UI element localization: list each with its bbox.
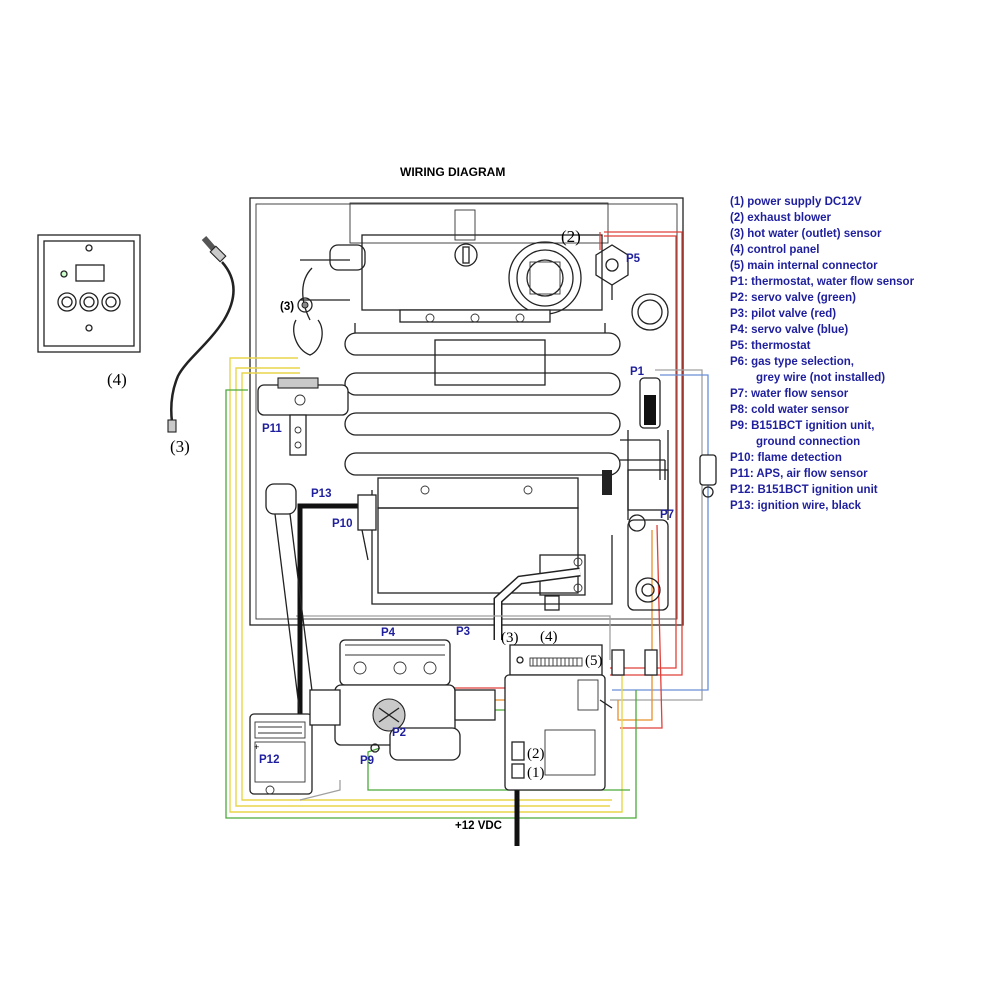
p10-flame-detector xyxy=(357,470,612,561)
legend-line: P3: pilot valve (red) xyxy=(730,308,836,320)
label-p9: P9 xyxy=(360,755,374,767)
label-exhaust-blower-port: (2) xyxy=(527,746,545,762)
legend: (1) power supply DC12V (2) exhaust blowe… xyxy=(730,196,915,512)
control-panel-number: (4) xyxy=(107,370,127,389)
label-p10: P10 xyxy=(332,518,352,530)
label-control-panel-port: (4) xyxy=(540,629,558,645)
svg-text:+: + xyxy=(254,742,259,752)
control-panel xyxy=(37,234,141,353)
label-p2: P2 xyxy=(392,727,406,739)
heater-body xyxy=(249,197,684,640)
legend-line: P10: flame detection xyxy=(730,452,842,464)
legend-line: P2: servo valve (green) xyxy=(730,292,856,304)
control-board xyxy=(504,644,613,791)
hot-water-sensor xyxy=(167,236,235,433)
outlet-sensor xyxy=(293,297,323,356)
legend-line: P12: B151BCT ignition unit xyxy=(730,484,878,496)
hot-water-sensor-number: (3) xyxy=(170,437,190,456)
p7-water-flow-sensor xyxy=(611,454,717,676)
label-power-port: (1) xyxy=(527,765,545,781)
diagram-title: WIRING DIAGRAM xyxy=(400,165,505,179)
legend-line: P5: thermostat xyxy=(730,340,811,352)
p5-thermostat xyxy=(595,244,669,331)
legend-line: P6: gas type selection, xyxy=(730,356,854,368)
p11-air-flow-sensor xyxy=(257,377,349,456)
label-p4: P4 xyxy=(381,627,396,639)
label-power-supply: +12 VDC xyxy=(455,820,502,832)
legend-line: P7: water flow sensor xyxy=(730,388,849,400)
legend-line: grey wire (not installed) xyxy=(756,372,885,384)
label-p3: P3 xyxy=(456,626,470,638)
legend-line: P11: APS, air flow sensor xyxy=(730,468,868,480)
label-main-connector: (5) xyxy=(585,653,603,669)
label-p12: P12 xyxy=(259,754,279,766)
label-p1: P1 xyxy=(630,366,645,378)
gas-valve xyxy=(309,639,496,761)
legend-line: (2) exhaust blower xyxy=(730,212,831,224)
legend-line: (1) power supply DC12V xyxy=(730,196,862,208)
legend-line: (3) hot water (outlet) sensor xyxy=(730,228,882,240)
label-outlet-sensor: (3) xyxy=(280,301,294,313)
label-p7: P7 xyxy=(660,509,674,521)
label-p13: P13 xyxy=(311,488,331,500)
legend-line: P1: thermostat, water flow sensor xyxy=(730,276,915,288)
inlet-pipe xyxy=(265,483,316,716)
legend-line: P9: B151BCT ignition unit, xyxy=(730,420,874,432)
legend-line: (4) control panel xyxy=(730,244,819,256)
legend-line: (5) main internal connector xyxy=(730,260,878,272)
label-p11: P11 xyxy=(262,423,282,435)
label-p5: P5 xyxy=(626,253,641,265)
label-board-outlet-sensor: (3) xyxy=(501,630,519,646)
p1-flow-sensor xyxy=(627,377,669,520)
p12-ignition-unit: + xyxy=(249,713,313,795)
wire-runs xyxy=(225,231,709,846)
legend-line: P13: ignition wire, black xyxy=(730,500,862,512)
legend-line: P4: servo valve (blue) xyxy=(730,324,848,336)
label-exhaust-blower-top: (2) xyxy=(561,227,581,246)
legend-line: P8: cold water sensor xyxy=(730,404,849,416)
legend-line: ground connection xyxy=(756,436,860,448)
